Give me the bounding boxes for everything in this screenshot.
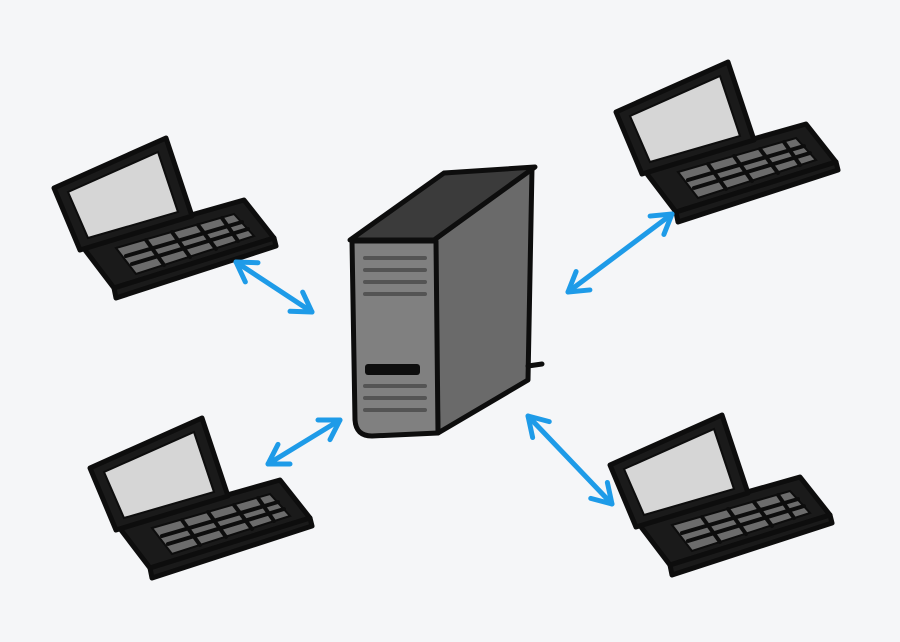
arrow-head (565, 269, 593, 295)
arrow-shaft (233, 259, 315, 315)
arrow-head (525, 413, 552, 441)
bidirectional-arrow-icon (265, 417, 343, 467)
arrow-head (315, 417, 343, 443)
arrow-head (233, 259, 261, 285)
server-drive-slot (365, 364, 420, 375)
server-vent-lines (363, 256, 427, 412)
arrow-shaft (525, 413, 615, 507)
server-tower-icon (347, 164, 545, 439)
connection-arrows (233, 211, 675, 507)
arrow-head (647, 211, 675, 237)
arrow-shaft (265, 417, 343, 467)
arrow-shaft (565, 211, 675, 295)
server-foot (525, 361, 545, 369)
bidirectional-arrow-icon (233, 259, 315, 315)
arrow-head (265, 441, 293, 467)
bidirectional-arrow-icon (565, 211, 675, 295)
bidirectional-arrow-icon (525, 413, 615, 507)
arrow-head (588, 479, 615, 507)
arrow-head (287, 289, 315, 315)
